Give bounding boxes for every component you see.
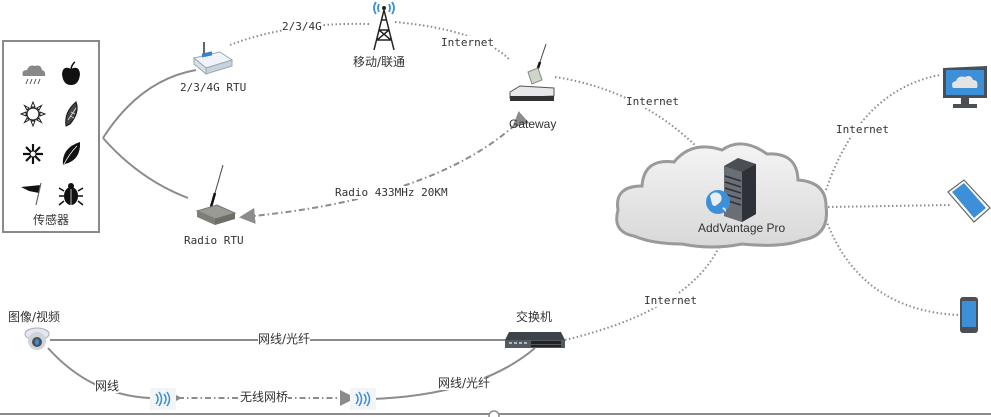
cloud-label: AddVantage Pro: [698, 221, 786, 235]
link-cloud-phone: [825, 219, 959, 316]
cell-tower-label: 移动/联通: [353, 55, 406, 69]
rtu-4g-device[interactable]: [190, 40, 234, 82]
desktop-monitor-icon: [943, 66, 987, 108]
sensor-rain[interactable]: [14, 54, 52, 94]
link-label-cloud-clients: Internet: [836, 123, 889, 136]
client-tablet[interactable]: [946, 178, 991, 228]
link-radio-433: [239, 111, 530, 224]
server-globe-icon: [706, 158, 756, 222]
link-cloud-tablet: [827, 204, 951, 208]
radio-rtu-label: Radio RTU: [184, 234, 244, 247]
link-switch-cloud: [564, 244, 721, 341]
link-rtu-tower: [229, 22, 371, 46]
link-label-radio: Radio 433MHz 20KM: [335, 186, 448, 199]
ip-camera[interactable]: [24, 326, 50, 356]
wireless-bridge-icon: [350, 388, 376, 410]
radio-rtu-icon: [195, 164, 237, 225]
sensor-fruit[interactable]: [52, 54, 90, 94]
link-label-wireless-bridge: 无线网桥: [240, 390, 289, 404]
switch-icon: [505, 332, 565, 348]
sensor-crop[interactable]: [52, 94, 90, 134]
cell-tower[interactable]: [368, 0, 400, 56]
sun-icon: [20, 101, 46, 127]
sensor-pest[interactable]: [52, 174, 90, 214]
windsock-icon: [21, 182, 42, 206]
rtu-4g-label: 2/3/4G RTU: [180, 81, 247, 94]
link-label-gateway-cloud: Internet: [626, 95, 679, 108]
network-switch[interactable]: [505, 330, 567, 356]
corn-icon: [65, 101, 78, 127]
link-label-switch-cloud: Internet: [644, 294, 697, 307]
gateway-label: Gateway: [509, 117, 557, 131]
link-sensor-rtu4g: [102, 69, 197, 139]
link-tower-gateway: [394, 21, 511, 61]
tablet-icon: [947, 179, 991, 223]
link-sensor-radiortu: [102, 137, 189, 199]
link-label-camera-switch: 网线/光纤: [258, 332, 311, 346]
link-label-bridge-switch: 网线/光纤: [438, 376, 491, 390]
link-camera-bridge: [47, 347, 151, 399]
link-label-camera-bridge: 网线: [95, 379, 120, 393]
cloud-server[interactable]: AddVantage Pro: [612, 140, 832, 256]
leaf-icon: [62, 142, 81, 167]
smartphone-icon: [960, 297, 978, 333]
rtu-4g-icon: [192, 42, 234, 76]
link-label-tower-gateway: Internet: [441, 36, 494, 49]
apple-icon: [62, 61, 80, 85]
rain-cloud-icon: [22, 65, 46, 85]
switch-label: 交换机: [516, 310, 553, 324]
sensor-frost[interactable]: [14, 134, 52, 174]
wireless-bridge-b[interactable]: [350, 388, 376, 414]
dome-camera-icon: [24, 327, 50, 350]
sensor-group-title: 传感器: [32, 213, 69, 227]
beetle-icon: [58, 183, 84, 206]
wireless-bridge-icon: [150, 388, 176, 410]
link-cloud-monitor: [825, 74, 941, 191]
radio-rtu-device[interactable]: [195, 164, 243, 231]
sensor-wind[interactable]: [14, 174, 52, 214]
cell-tower-icon: [373, 1, 395, 51]
gateway-device[interactable]: [508, 43, 558, 110]
sensor-leaf[interactable]: [52, 134, 90, 174]
frame-handle[interactable]: [488, 410, 500, 417]
camera-label: 图像/视频: [8, 310, 61, 324]
snowflake-icon: [23, 144, 43, 164]
gateway-icon: [509, 43, 555, 101]
client-phone[interactable]: [959, 296, 979, 338]
sensor-group[interactable]: 传感器: [2, 40, 100, 233]
wireless-bridge-a[interactable]: [150, 388, 176, 414]
sensor-solar[interactable]: [14, 94, 52, 134]
link-label-rtu-tower: 2/3/4G: [282, 20, 322, 33]
client-monitor[interactable]: [941, 64, 989, 116]
